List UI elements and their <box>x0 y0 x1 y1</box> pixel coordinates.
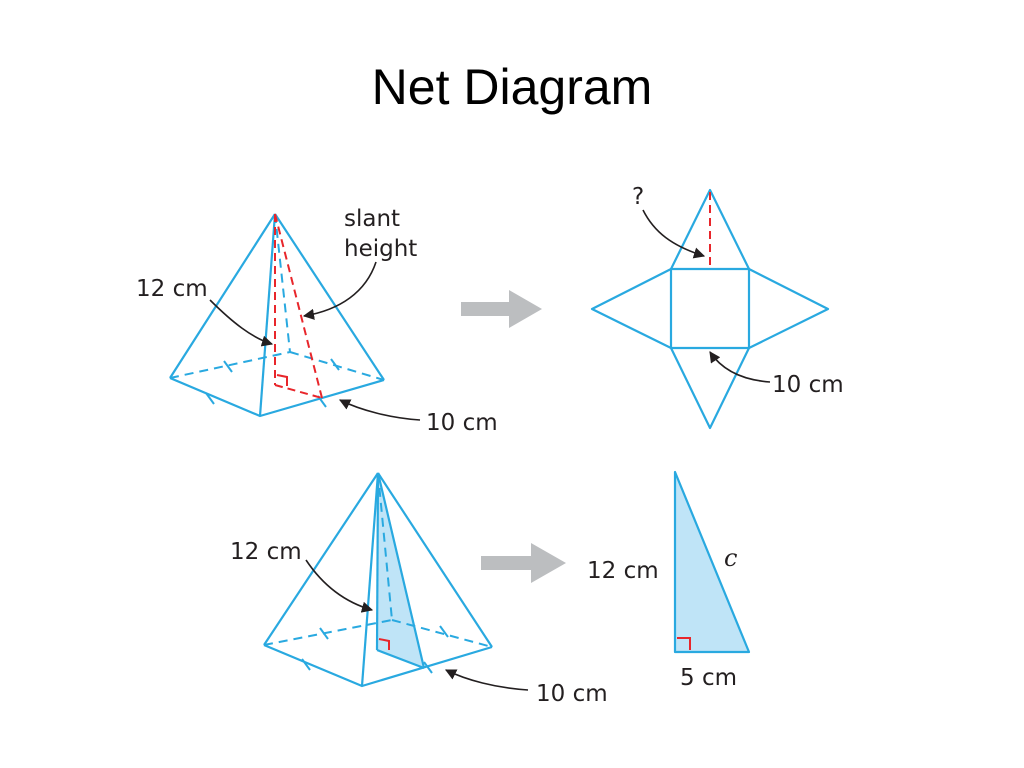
pyramid-top-height-label: 12 cm <box>136 276 208 302</box>
pyramid-bottom-visible-edges <box>263 472 493 688</box>
pyramid-top-right-angle-mark <box>276 374 288 386</box>
pyramid-top-height-pointer <box>209 299 274 347</box>
net-unknown-label: ? <box>632 184 644 210</box>
pyramid-bottom-base-pointer <box>444 669 529 691</box>
pyramid-top-height-lines <box>274 213 323 399</box>
net-triangle-right <box>748 268 830 349</box>
arrow-bottom <box>481 543 566 583</box>
pyramid-top-tick-marks <box>205 358 340 408</box>
slide-title: Net Diagram <box>371 59 653 115</box>
pyramid-bottom-base-label: 10 cm <box>536 681 608 707</box>
net-side-label: 10 cm <box>772 372 844 398</box>
pyramid-top-base-pointer <box>338 399 421 421</box>
right-triangle-horizontal-leg-label: 5 cm <box>680 665 737 691</box>
net-triangle-bottom <box>670 347 750 430</box>
pyramid-bottom-height-pointer <box>305 559 374 613</box>
pyramid-top-hidden-lateral-edge <box>274 213 291 353</box>
net-triangle-left <box>590 268 672 349</box>
pyramid-top-slant-pointer <box>302 261 377 320</box>
right-triangle-hypotenuse-label: c <box>724 544 737 572</box>
net-triangle-top <box>670 188 750 270</box>
arrow-top <box>461 290 542 328</box>
net: ? 10 cm <box>590 184 844 430</box>
pyramid-top-base-label: 10 cm <box>426 410 498 436</box>
right-triangle-shape <box>673 470 751 654</box>
pyramid-top-visible-edges <box>169 213 385 418</box>
right-triangle-right-angle-mark <box>677 637 691 650</box>
pyramid-bottom-height-label: 12 cm <box>230 539 302 565</box>
right-triangle: 12 cm c 5 cm <box>587 470 751 691</box>
pyramid-bottom-hidden-lateral-edge <box>377 472 393 621</box>
pyramid-bottom: 12 cm 10 cm <box>230 472 608 707</box>
pyramid-top-slant-label-line2: height <box>344 236 417 262</box>
pyramid-bottom-base-hidden-edges <box>263 619 493 648</box>
net-square-base <box>669 267 751 350</box>
net-side-pointer <box>709 351 771 383</box>
right-triangle-vertical-leg-label: 12 cm <box>587 558 659 584</box>
pyramid-bottom-right-angle-mark <box>378 638 390 650</box>
net-unknown-pointer <box>642 209 706 259</box>
pyramid-top: 12 cm slant height 10 cm <box>136 206 498 436</box>
pyramid-top-slant-label-line1: slant <box>344 206 400 232</box>
